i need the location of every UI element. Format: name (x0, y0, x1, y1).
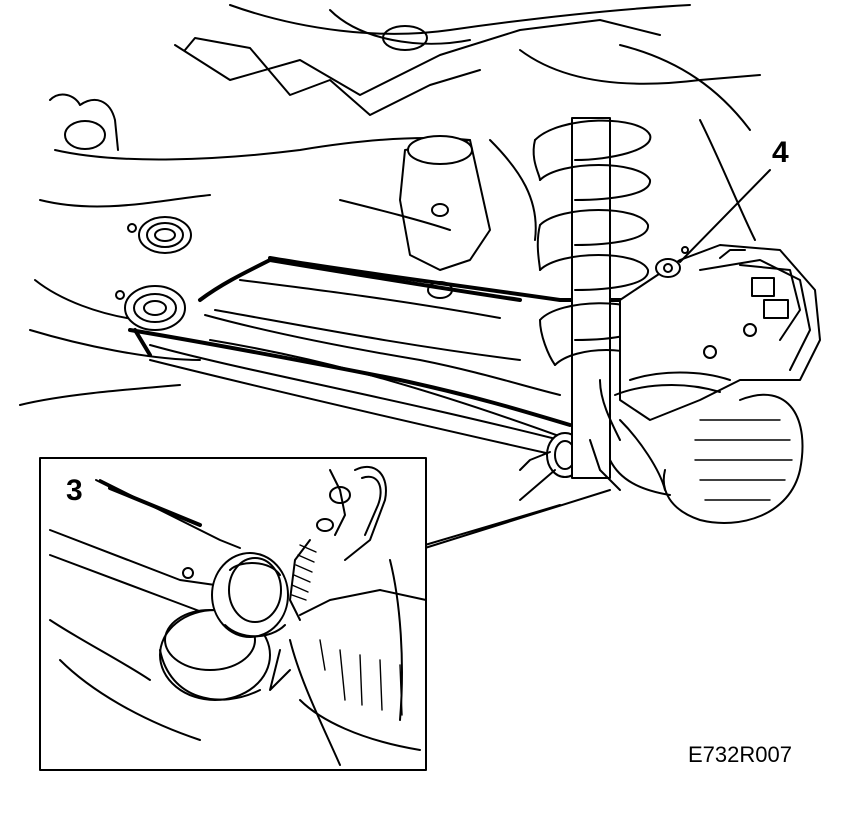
callout-4-label: 4 (772, 136, 789, 169)
coil-spring (532, 117, 652, 479)
bushing-lower (115, 285, 186, 331)
callout-3-label: 3 (66, 474, 83, 507)
inset-bolt-3 (211, 552, 289, 638)
inset-link-arm (49, 479, 241, 741)
inset-hub-bracket (269, 559, 427, 766)
upper-mount (339, 135, 491, 299)
drawing-code: E732R007 (688, 742, 792, 767)
bushing-upper (127, 216, 192, 254)
hub-assembly (619, 244, 821, 421)
subframe-beam (128, 256, 642, 441)
detail-inset: 3 (39, 457, 611, 771)
inset-brake-hose (289, 465, 387, 621)
brake-disc (589, 371, 804, 524)
callout-4: 4 (679, 136, 789, 263)
